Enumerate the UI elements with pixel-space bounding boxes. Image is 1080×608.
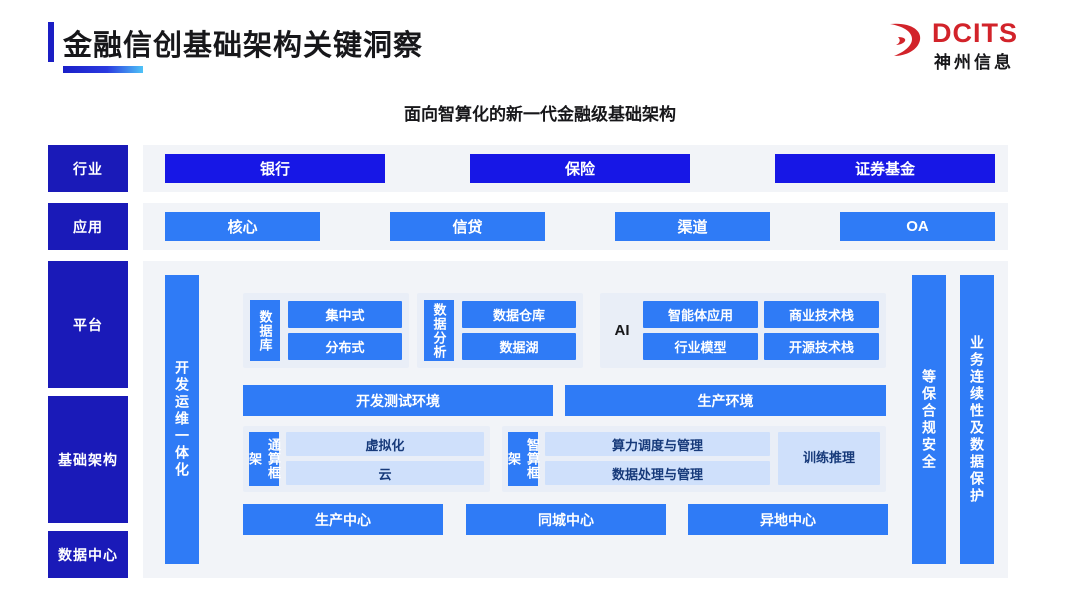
page-title: 金融信创基础架构关键洞察: [63, 30, 424, 62]
ai-label: AI: [614, 322, 630, 339]
ai-item-open-source-stack[interactable]: 开源技术栈: [764, 333, 879, 360]
row-label-application: 应用: [48, 203, 128, 250]
dcits-logo-icon: [890, 23, 921, 57]
compliance-side-bar: 等保合规安全: [912, 275, 946, 564]
data-analysis-item-lake[interactable]: 数据湖: [462, 333, 576, 360]
logo-text: DCITS: [932, 18, 1018, 48]
application-item-core[interactable]: 核心: [165, 212, 320, 241]
intelligent-compute-item-scheduling[interactable]: 算力调度与管理: [545, 432, 770, 456]
row-label-industry: 行业: [48, 145, 128, 192]
intelligent-compute-item-data-mgmt[interactable]: 数据处理与管理: [545, 461, 770, 485]
ai-item-agent-app[interactable]: 智能体应用: [643, 301, 758, 328]
application-item-channel[interactable]: 渠道: [615, 212, 770, 241]
application-item-credit[interactable]: 信贷: [390, 212, 545, 241]
datacenter-item-remote[interactable]: 异地中心: [688, 504, 888, 535]
intelligent-compute-label: 智算框架: [506, 432, 540, 486]
diagram-subtitle: 面向智算化的新一代金融级基础架构: [404, 105, 676, 124]
general-compute-item-cloud[interactable]: 云: [286, 461, 484, 485]
company-logo: DCITS 神州信息: [884, 18, 1044, 76]
application-item-oa[interactable]: OA: [840, 212, 995, 241]
data-analysis-label: 数据分析: [424, 300, 454, 361]
row-label-infrastructure: 基础架构: [48, 396, 128, 523]
row-label-datacenter: 数据中心: [48, 531, 128, 578]
ai-item-industry-model[interactable]: 行业模型: [643, 333, 758, 360]
title-underline: [63, 66, 143, 73]
data-analysis-item-warehouse[interactable]: 数据仓库: [462, 301, 576, 328]
industry-item-insurance[interactable]: 保险: [470, 154, 690, 183]
datacenter-item-production[interactable]: 生产中心: [243, 504, 443, 535]
intelligent-compute-train-infer[interactable]: 训练推理: [778, 432, 880, 485]
general-compute-item-virtualization[interactable]: 虚拟化: [286, 432, 484, 456]
ai-item-commercial-stack[interactable]: 商业技术栈: [764, 301, 879, 328]
logo-subtext: 神州信息: [934, 53, 1014, 72]
continuity-side-bar: 业务连续性及数据保护: [960, 275, 994, 564]
page-header: 金融信创基础架构关键洞察 DCITS 神州信息: [0, 0, 1080, 88]
general-compute-label: 通算框架: [247, 432, 281, 486]
industry-item-securities[interactable]: 证券基金: [775, 154, 995, 183]
env-production[interactable]: 生产环境: [565, 385, 886, 416]
env-dev-test[interactable]: 开发测试环境: [243, 385, 553, 416]
database-item-centralized[interactable]: 集中式: [288, 301, 402, 328]
title-accent-bar: [48, 22, 54, 62]
database-item-distributed[interactable]: 分布式: [288, 333, 402, 360]
corner-decoration: [870, 468, 1080, 608]
database-label: 数据库: [250, 300, 280, 361]
industry-item-bank[interactable]: 银行: [165, 154, 385, 183]
datacenter-item-metro[interactable]: 同城中心: [466, 504, 666, 535]
row-label-platform: 平台: [48, 261, 128, 388]
devops-side-bar: 开发运维一体化: [165, 275, 199, 564]
